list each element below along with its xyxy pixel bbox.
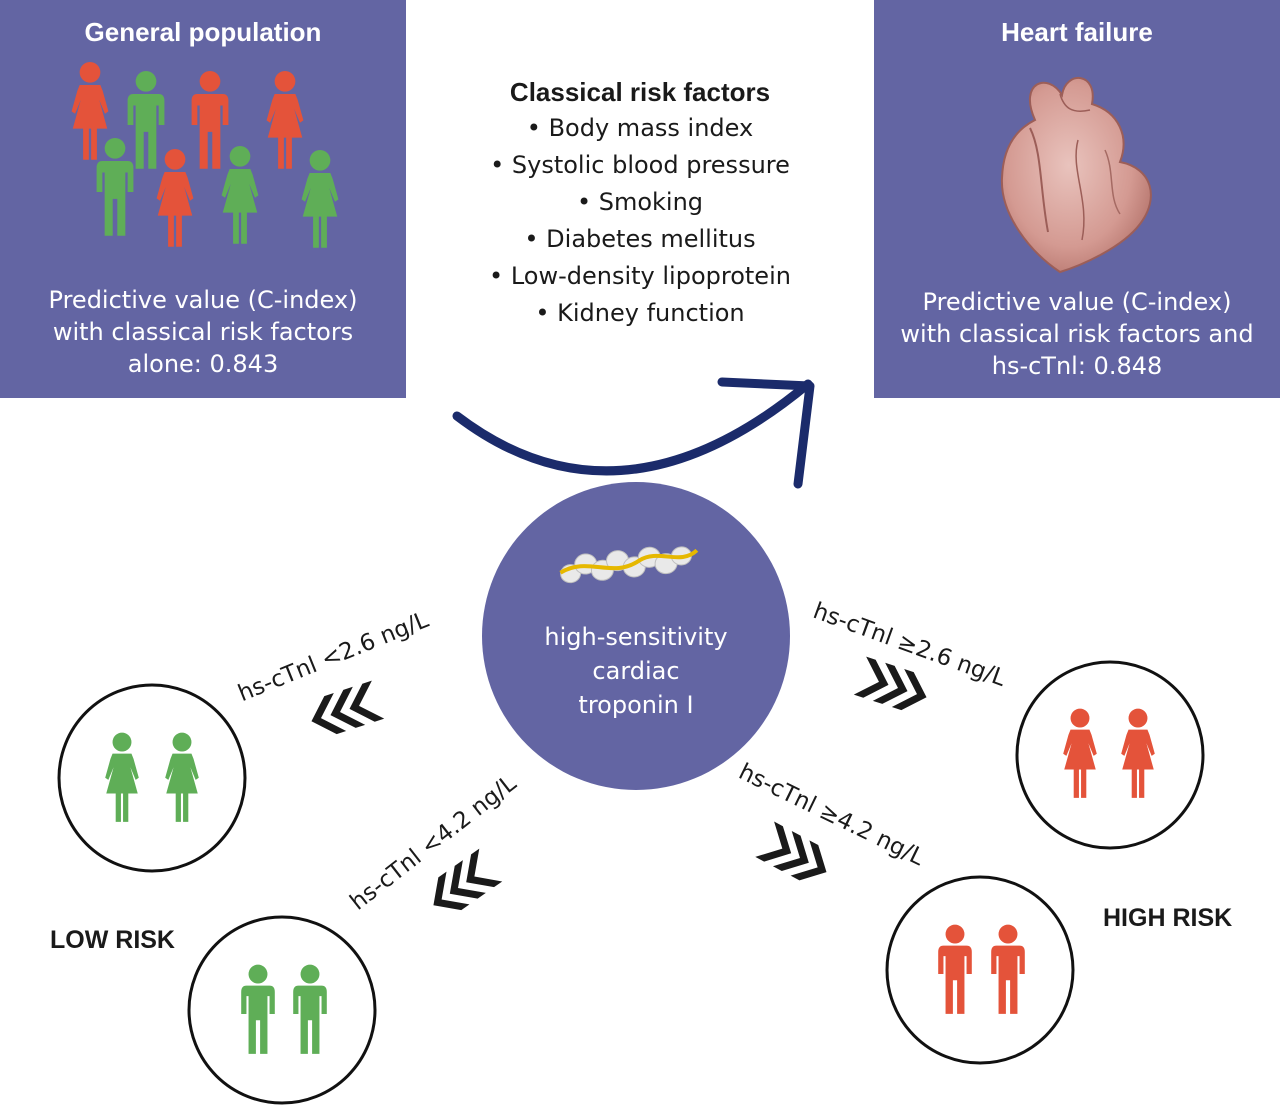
chevron-left-icon xyxy=(433,848,503,911)
classical-risk-factors: Classical risk factors Body mass index S… xyxy=(420,74,860,332)
risk-factor-item: Smoking xyxy=(420,184,860,221)
troponin-line-2: cardiac xyxy=(592,657,680,685)
female-figure-icon xyxy=(266,70,304,169)
high-risk-men-circle xyxy=(885,875,1075,1065)
risk-factor-item: Diabetes mellitus xyxy=(420,221,860,258)
gp-predictive-line-3: alone: 0.843 xyxy=(127,350,279,378)
high-risk-women-circle xyxy=(1015,660,1205,850)
male-figure-icon xyxy=(191,70,229,169)
general-population-panel: General population Predictive value (C-i… xyxy=(0,0,406,398)
female-figure-icon xyxy=(71,61,109,160)
hf-predictive-line-3: hs-cTnl: 0.848 xyxy=(991,352,1163,380)
chevron-right-icon xyxy=(853,656,927,711)
heart-illustration-icon xyxy=(1000,77,1152,274)
risk-factor-item: Body mass index xyxy=(420,110,860,147)
troponin-molecule-icon xyxy=(559,546,699,584)
gp-predictive-line-2: with classical risk factors xyxy=(52,318,354,346)
chevron-left-icon xyxy=(311,680,385,735)
troponin-label: high-sensitivity cardiac troponin I xyxy=(480,620,792,722)
low-risk-women-circle xyxy=(57,683,247,873)
curved-arrow-icon xyxy=(452,377,815,489)
chevron-right-icon xyxy=(755,821,827,881)
general-population-title: General population xyxy=(84,17,322,47)
gp-predictive-line-1: Predictive value (C-index) xyxy=(48,286,358,314)
risk-factor-item: Kidney function xyxy=(420,295,860,332)
hf-predictive-line-2: with classical risk factors and xyxy=(900,320,1254,348)
troponin-line-3: troponin I xyxy=(578,691,694,719)
risk-factor-item: Low-density lipoprotein xyxy=(420,258,860,295)
risk-factor-item: Systolic blood pressure xyxy=(420,147,860,184)
heart-failure-predictive-value: Predictive value (C-index) with classica… xyxy=(874,286,1280,382)
troponin-line-1: high-sensitivity xyxy=(544,623,728,651)
general-population-crowd xyxy=(71,61,339,248)
high-risk-label: HIGH RISK xyxy=(1103,904,1233,932)
heart-failure-title: Heart failure xyxy=(1001,17,1153,47)
male-figure-icon xyxy=(96,137,134,236)
hf-predictive-line-1: Predictive value (C-index) xyxy=(922,288,1232,316)
female-figure-icon xyxy=(221,145,259,244)
female-figure-icon xyxy=(156,148,194,247)
female-figure-icon xyxy=(301,149,339,248)
low-risk-men-circle xyxy=(187,915,377,1105)
male-figure-icon xyxy=(127,70,165,169)
classical-risk-factors-title: Classical risk factors xyxy=(509,77,771,107)
risk-factor-list: Body mass index Systolic blood pressure … xyxy=(420,110,860,332)
troponin-circle xyxy=(482,482,790,790)
general-population-predictive-value: Predictive value (C-index) with classica… xyxy=(0,284,406,380)
low-risk-label: LOW RISK xyxy=(50,926,175,954)
